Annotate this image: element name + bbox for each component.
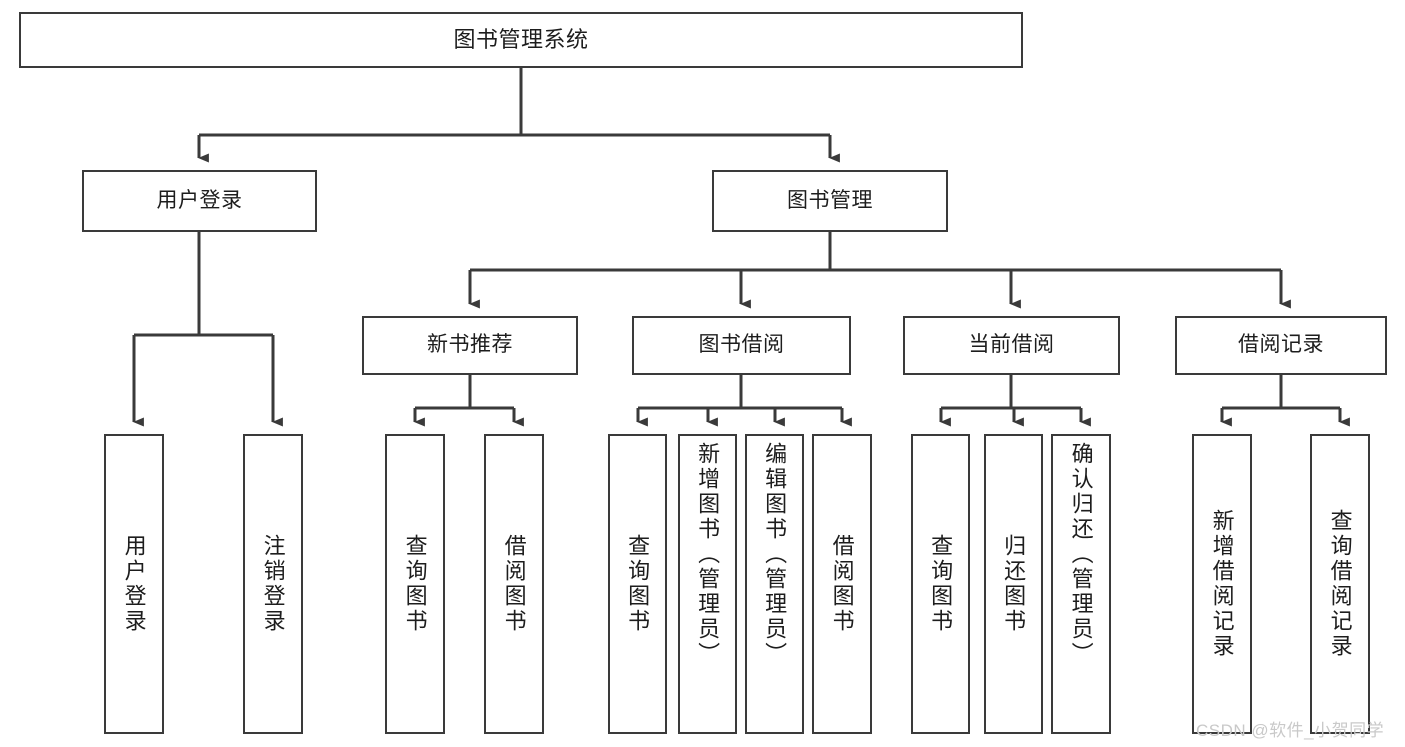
csdn-watermark: CSDN @软件_小贺同学 (1196, 721, 1385, 740)
node-leaf-edit-book[interactable]: 编辑图书（管理员） (745, 434, 804, 734)
node-leaf-add-book[interactable]: 新增图书（管理员） (678, 434, 737, 734)
node-leaf-user-login[interactable]: 用户登录 (104, 434, 164, 734)
node-leaf-confirm-return[interactable]: 确认归还（管理员） (1051, 434, 1111, 734)
node-leaf-query-book-3[interactable]: 查询图书 (911, 434, 970, 734)
node-root-system[interactable]: 图书管理系统 (19, 12, 1023, 68)
node-label: 查询图书 (625, 534, 651, 634)
node-label: 查询图书 (402, 534, 428, 634)
node-label: 当前借阅 (968, 333, 1055, 357)
node-leaf-add-record[interactable]: 新增借阅记录 (1192, 434, 1252, 734)
node-label: 图书管理系统 (453, 27, 589, 53)
node-label: 查询借阅记录 (1327, 509, 1353, 659)
node-label: 图书管理 (787, 188, 873, 212)
node-label: 新增借阅记录 (1209, 509, 1235, 659)
node-label: 用户登录 (121, 534, 147, 634)
node-leaf-query-book-1[interactable]: 查询图书 (385, 434, 445, 734)
node-leaf-borrow-book-2[interactable]: 借阅图书 (812, 434, 872, 734)
node-new-book-rec[interactable]: 新书推荐 (362, 316, 578, 375)
node-current-borrow[interactable]: 当前借阅 (903, 316, 1120, 375)
node-label: 新增图书（管理员） (695, 442, 721, 667)
node-label: 确认归还（管理员） (1068, 442, 1094, 667)
node-label: 编辑图书（管理员） (762, 442, 788, 667)
node-borrow-record[interactable]: 借阅记录 (1175, 316, 1387, 375)
node-label: 借阅图书 (501, 534, 527, 634)
node-label: 查询图书 (928, 534, 954, 634)
node-leaf-return-book[interactable]: 归还图书 (984, 434, 1043, 734)
node-user-login[interactable]: 用户登录 (82, 170, 317, 232)
node-label: 借阅图书 (829, 534, 855, 634)
node-label: 注销登录 (260, 534, 286, 634)
node-label: 图书借阅 (698, 333, 785, 357)
node-leaf-query-book-2[interactable]: 查询图书 (608, 434, 667, 734)
node-book-borrow[interactable]: 图书借阅 (632, 316, 851, 375)
node-book-manage[interactable]: 图书管理 (712, 170, 948, 232)
node-label: 新书推荐 (427, 333, 513, 357)
node-leaf-logout[interactable]: 注销登录 (243, 434, 303, 734)
node-leaf-borrow-book-1[interactable]: 借阅图书 (484, 434, 544, 734)
node-label: 归还图书 (1001, 534, 1027, 634)
node-leaf-query-record[interactable]: 查询借阅记录 (1310, 434, 1370, 734)
node-label: 用户登录 (156, 188, 243, 212)
node-label: 借阅记录 (1238, 333, 1324, 357)
